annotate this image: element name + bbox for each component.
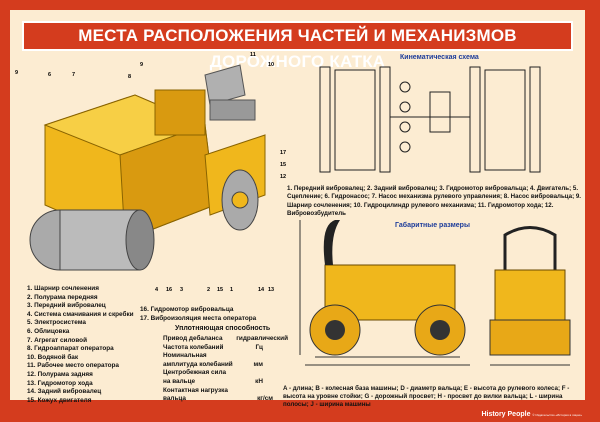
- callout-label: 9: [140, 62, 144, 68]
- part-item: 2. Полурама передняя: [27, 293, 98, 301]
- param: на вальце: [163, 377, 196, 385]
- compaction-row: Центробежная сила: [163, 369, 288, 378]
- callout-label: 2: [207, 287, 211, 293]
- parts-list: 1. Шарнир сочленения 2. Полурама передня…: [27, 285, 134, 405]
- part-item: 10. Водяной бак: [27, 353, 79, 361]
- param: вальца: [163, 395, 186, 403]
- callout-label: 15: [280, 162, 287, 168]
- callout-label: 13: [268, 287, 275, 293]
- compaction-row: Привод дебаланса гидравлический: [163, 335, 288, 344]
- callout-label: 12: [280, 174, 287, 180]
- part-item: 17. Виброизоляция места оператора: [140, 314, 257, 322]
- unit: гидравлический: [236, 335, 288, 342]
- brand-name: History People: [481, 411, 531, 418]
- part-item: 1. Шарнир сочленения: [27, 285, 99, 292]
- param: амплитуда колебаний: [163, 360, 233, 368]
- callout-label: 6: [48, 72, 52, 78]
- compaction-title: Уплотняющая способность: [175, 325, 271, 332]
- kinematic-legend: 1. Передний вибровалец; 2. Задний вибров…: [287, 185, 582, 217]
- part-item: 16. Гидромотор вибровальца: [140, 306, 234, 313]
- callout-label: 15: [217, 287, 224, 293]
- callout-label: 14: [258, 287, 265, 293]
- callout-label: 1: [230, 287, 234, 293]
- unit: кг/см: [257, 395, 273, 403]
- unit: кН: [255, 377, 263, 385]
- kinematic-title: Кинематическая схема: [400, 54, 479, 61]
- callout-label: 11: [250, 52, 256, 58]
- unit: Гц: [255, 343, 263, 351]
- compaction-row: Номинальная: [163, 352, 288, 361]
- dimensions-front-view: [489, 226, 571, 366]
- compaction-row: вальца кг/см: [163, 395, 288, 404]
- compaction-row: на вальце кН: [163, 378, 288, 387]
- callout-label: 17: [280, 150, 287, 156]
- param: Номинальная: [163, 352, 207, 360]
- callout-label: 10: [268, 62, 275, 68]
- compaction-table: Привод дебаланса гидравлический Частота к…: [163, 335, 288, 404]
- part-item: 14. Задний вибровалец: [27, 388, 102, 396]
- param: Центробежная сила: [163, 369, 227, 377]
- kinematic-diagram: [319, 66, 541, 173]
- dimensions-title: Габаритные размеры: [395, 222, 470, 229]
- part-item: 11. Рабочее место оператора: [27, 362, 119, 370]
- part-item: 15. Кожух двигателя: [27, 396, 92, 404]
- dimensions-legend: A - длина; B - колесная база машины; D -…: [283, 385, 570, 408]
- callout-label: 16: [166, 287, 173, 293]
- compaction-row: амплитуда колебаний мм: [163, 361, 288, 370]
- callout-label: 8: [128, 74, 132, 80]
- callout-label: 9: [15, 70, 19, 76]
- part-item: 13. Гидромотор хода: [27, 379, 93, 387]
- param: Привод дебаланса: [163, 335, 223, 342]
- part-item: 6. Облицовка: [27, 327, 70, 335]
- compaction-row: Частота колебаний Гц: [163, 344, 288, 353]
- callout-label: 3: [180, 287, 184, 293]
- unit: мм: [253, 360, 263, 368]
- callout-label: 7: [72, 72, 76, 78]
- compaction-row: Контактная нагрузка: [163, 387, 288, 396]
- fine-print: © Издательство «История в лицах»: [532, 413, 582, 417]
- publisher-logo: History People © Издательство «История в…: [481, 411, 582, 418]
- parts-list-continued: 16. Гидромотор вибровальца 17. Виброизол…: [140, 306, 256, 323]
- callout-label: 4: [155, 287, 159, 293]
- param: Частота колебаний: [163, 343, 224, 351]
- part-item: 3. Передний вибровалец: [27, 302, 106, 310]
- part-item: 7. Агрегат силовой: [27, 336, 87, 344]
- roller-illustration: [29, 64, 266, 271]
- poster-title: МЕСТА РАСПОЛОЖЕНИЯ ЧАСТЕЙ И МЕХАНИЗМОВ Д…: [22, 21, 573, 71]
- part-item: 4. Система смачивания и скребки: [27, 310, 134, 318]
- param: Контактная нагрузка: [163, 386, 228, 394]
- part-item: 5. Электросистема: [27, 319, 86, 327]
- part-item: 8. Гидроаппарат оператора: [27, 345, 114, 353]
- part-item: 12. Полурама задняя: [27, 370, 93, 378]
- dimensions-side-view: [299, 220, 470, 366]
